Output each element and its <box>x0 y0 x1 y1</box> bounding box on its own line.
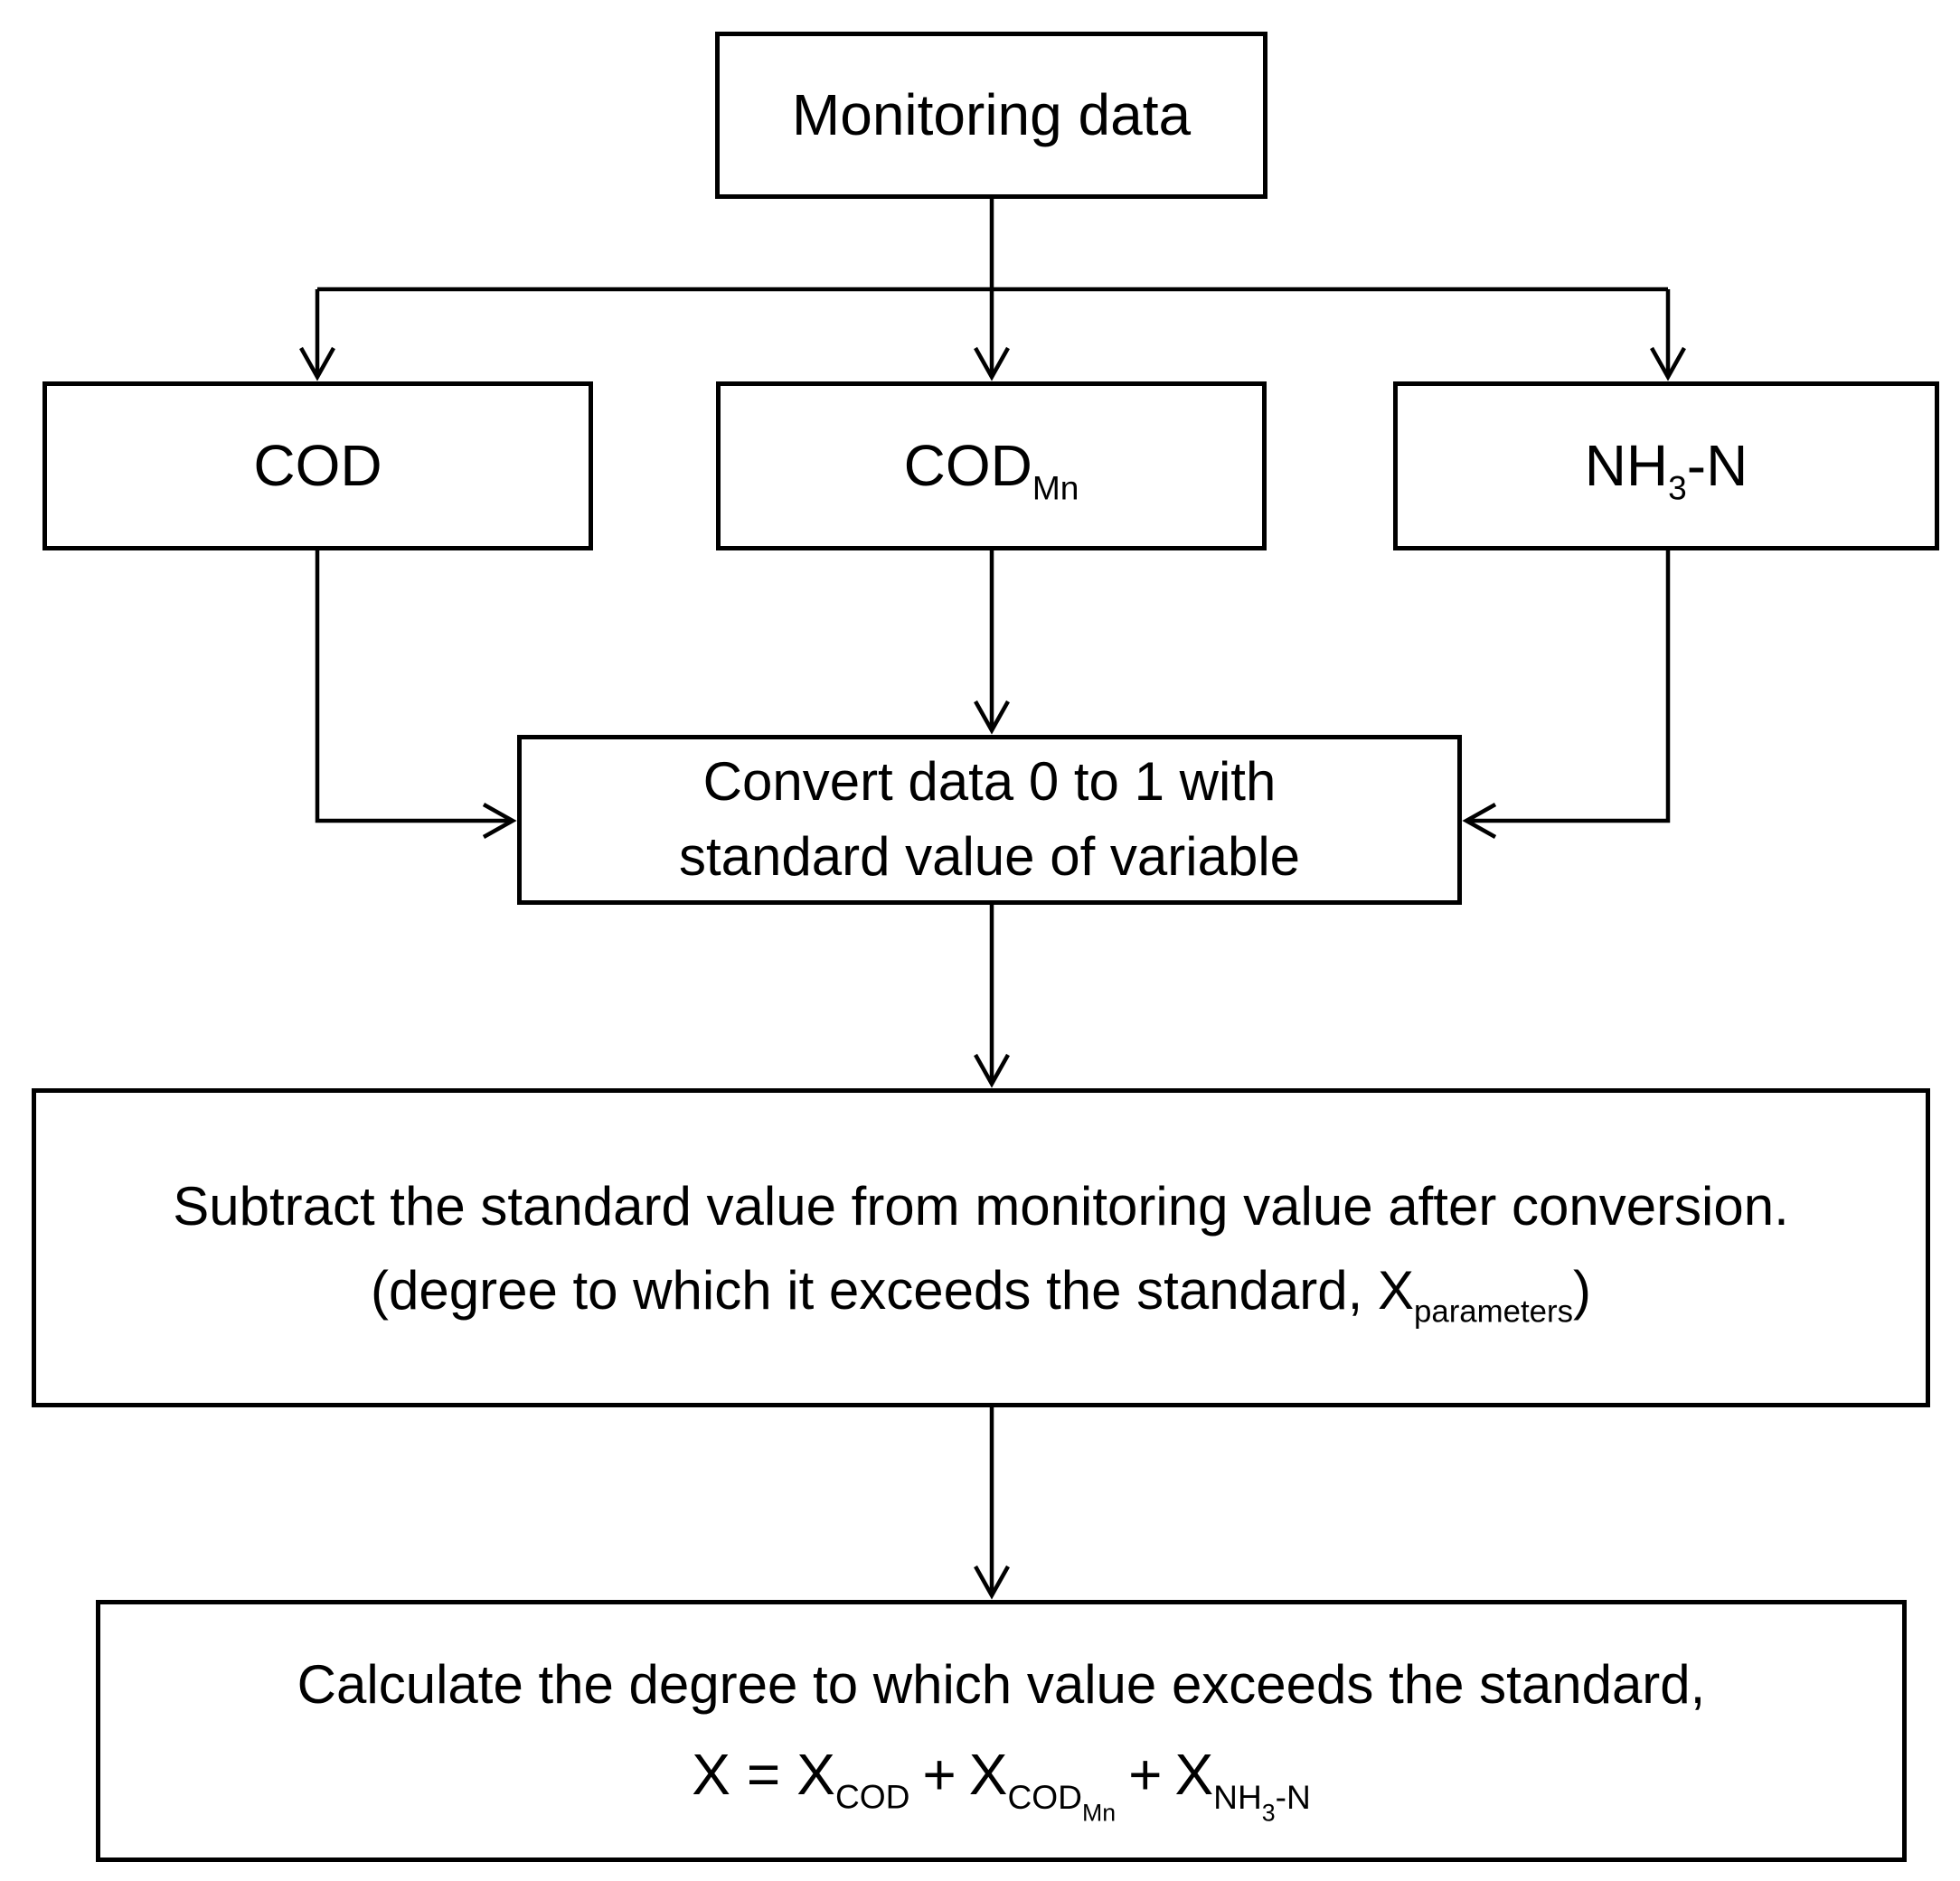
formula-x-codmn: XCODMn <box>968 1742 1116 1824</box>
monitoring-data-label: Monitoring data <box>791 82 1192 148</box>
node-subtract: Subtract the standard value from monitor… <box>32 1088 1930 1407</box>
formula-x3-subsubscript: 3 <box>1261 1798 1276 1826</box>
connector-nh3n-to-convert <box>1462 550 1671 839</box>
formula-equals: = <box>746 1742 781 1807</box>
subtract-line2-post: ) <box>1573 1259 1591 1321</box>
subtract-line1: Subtract the standard value from monitor… <box>173 1175 1789 1237</box>
formula-x3-subscript: NH3-N <box>1213 1777 1311 1824</box>
calculate-line1: Calculate the degree to which value exce… <box>297 1654 1706 1715</box>
formula-plus2: + <box>1128 1742 1163 1807</box>
node-nh3-n: NH3-N <box>1393 381 1939 550</box>
formula-lhs: X <box>692 1742 730 1807</box>
nh3-n-post: -N <box>1686 433 1748 499</box>
subtract-line2-pre: (degree to which it exceeds the standard… <box>371 1259 1415 1321</box>
formula-x1-subscript: COD <box>834 1777 910 1816</box>
nh3-n-subscript: 3 <box>1668 468 1687 507</box>
formula-x2-subsubscript: Mn <box>1081 1798 1117 1826</box>
cod-mn-base: COD <box>903 433 1032 499</box>
cod-mn-subscript: Mn <box>1032 468 1079 507</box>
formula-x1: X <box>796 1742 835 1807</box>
nh3-n-label: NH3-N <box>1584 428 1748 504</box>
connector-cod-to-convert <box>315 550 517 839</box>
node-cod-mn: CODMn <box>716 381 1267 550</box>
node-convert: Convert data 0 to 1 with standard value … <box>517 735 1462 905</box>
formula-x2: X <box>968 1742 1008 1807</box>
cod-mn-label: CODMn <box>903 428 1079 504</box>
formula-x3-sub-post: -N <box>1275 1777 1311 1816</box>
node-calculate: Calculate the degree to which value exce… <box>96 1600 1907 1862</box>
convert-line2: standard value of variable <box>678 826 1301 887</box>
formula-x-cod: XCOD <box>796 1742 909 1813</box>
calculate-formula: X=XCOD+XCODMn+XNH3-N <box>692 1731 1311 1824</box>
convert-line1: Convert data 0 to 1 with <box>702 751 1277 813</box>
node-monitoring-data: Monitoring data <box>715 32 1267 199</box>
formula-x3-sub-pre: NH <box>1213 1777 1262 1816</box>
formula-x2-sub-base: COD <box>1007 1777 1082 1816</box>
formula-x-nh3n: XNH3-N <box>1174 1742 1310 1824</box>
node-cod: COD <box>42 381 593 550</box>
formula-plus1: + <box>922 1742 956 1807</box>
subtract-line2: (degree to which it exceeds the standard… <box>371 1248 1591 1332</box>
cod-label: COD <box>253 433 382 499</box>
formula-x2-subscript: CODMn <box>1007 1777 1116 1824</box>
formula-x3: X <box>1174 1742 1214 1807</box>
nh3-n-pre: NH <box>1584 433 1669 499</box>
subtract-line2-subscript: parameters <box>1414 1293 1574 1330</box>
